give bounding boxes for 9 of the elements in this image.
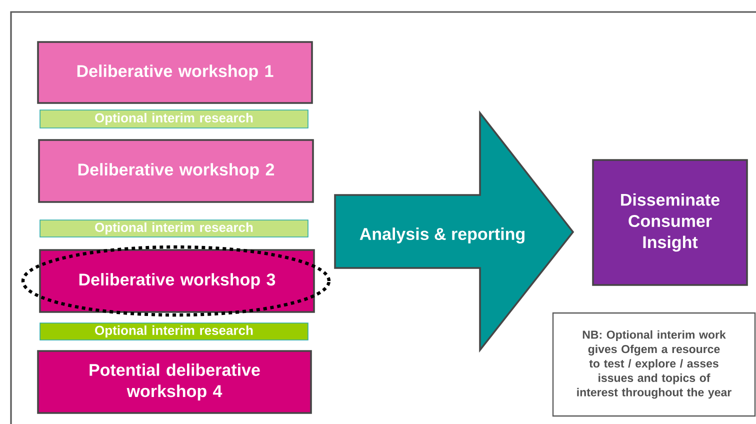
output-box: Disseminate Consumer Insight (592, 159, 748, 286)
interim-research-bar: Optional interim research (40, 110, 308, 128)
interim-research-bar: Optional interim research (40, 220, 308, 238)
note-box: NB: Optional interim work gives Ofgem a resource to test / explore / asses issues and topics of interest throughout the year (552, 312, 756, 417)
workshop-box: Deliberative workshop 2 (38, 139, 314, 203)
workshop-box: Potential deliberative workshop 4 (37, 350, 312, 414)
interim-research-bar: Optional interim research (40, 322, 308, 340)
workshop-box: Deliberative workshop 3 (39, 249, 315, 313)
workshop-box: Deliberative workshop 1 (37, 41, 313, 104)
